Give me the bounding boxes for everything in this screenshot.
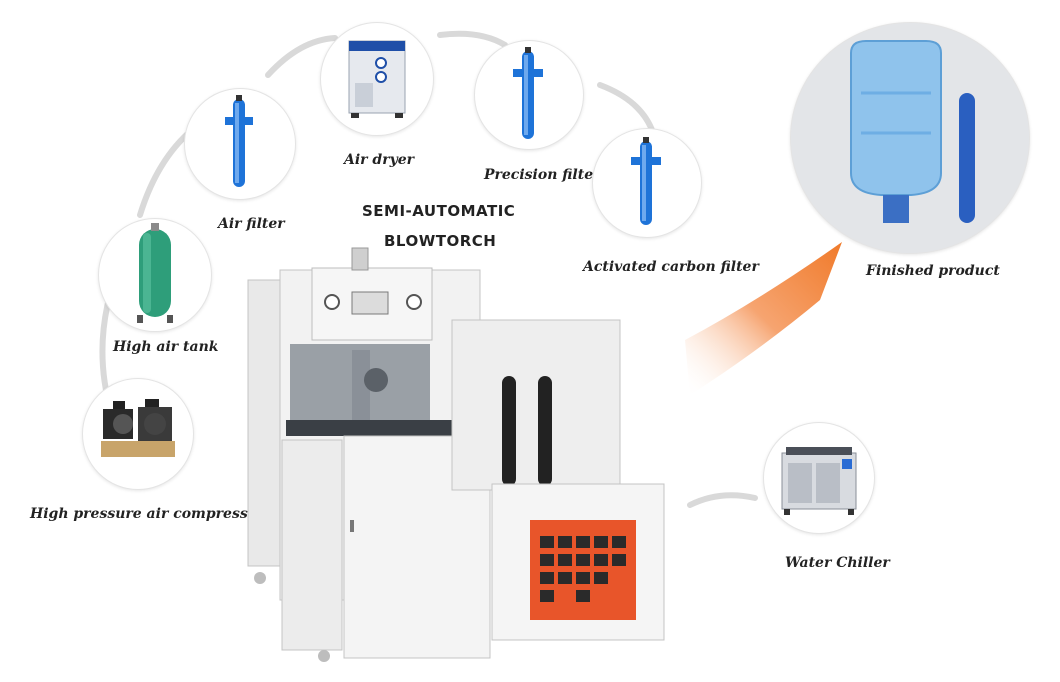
product-circle — [790, 22, 1030, 254]
filter-icon — [631, 137, 661, 225]
filter-icon — [513, 47, 543, 139]
carbon-label: Activated carbon filter — [583, 259, 759, 275]
blow-molding-machine-icon — [247, 247, 665, 662]
precision-circle — [474, 40, 584, 150]
filter-icon — [225, 95, 253, 187]
carbon-circle — [592, 128, 702, 238]
machine-title-line2: BLOWTORCH — [384, 232, 497, 250]
machine-title-line1: SEMI-AUTOMATIC — [362, 202, 516, 220]
air-filter-circle — [184, 88, 296, 200]
chiller-label: Water Chiller — [785, 555, 890, 571]
air-tank-icon — [137, 223, 173, 323]
precision-label: Precision filter — [484, 167, 601, 183]
dryer-circle — [320, 22, 434, 136]
product-label: Finished product — [866, 263, 1000, 279]
compressor-label: High pressure air compressor — [30, 506, 265, 522]
tank-circle — [98, 218, 212, 332]
water-bottle-icon — [850, 40, 975, 223]
air-compressor-icon — [101, 399, 175, 457]
air-filter-label: Air filter — [218, 216, 285, 232]
tank-label: High air tank — [113, 339, 219, 355]
dryer-label: Air dryer — [344, 152, 415, 168]
chiller-circle — [763, 422, 875, 534]
chiller-icon — [781, 447, 857, 515]
air-dryer-icon — [348, 40, 406, 118]
compressor-circle — [82, 378, 194, 490]
